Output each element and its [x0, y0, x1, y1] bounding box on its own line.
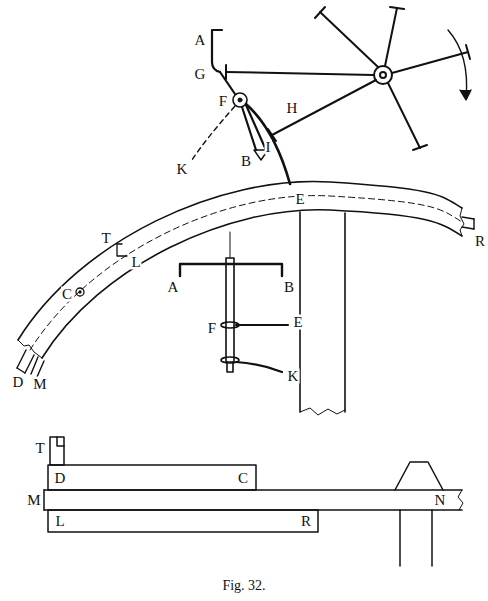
part-letter: E [292, 315, 303, 330]
plan-view [43, 490, 45, 510]
part-letter: E [294, 192, 305, 207]
part-letter: B [283, 280, 295, 295]
spoked-wheel [388, 83, 420, 148]
spoked-wheel [315, 7, 325, 18]
support-post [300, 408, 345, 415]
part-letter: A [194, 33, 207, 48]
plan-view [458, 490, 463, 510]
spoked-wheel [272, 80, 376, 135]
plan-view [50, 437, 64, 465]
part-letter: T [100, 231, 111, 246]
part-letter: D [12, 375, 25, 390]
shaft-detail [230, 232, 231, 258]
spoked-wheel [466, 45, 470, 59]
rod-end [17, 217, 474, 377]
lever-arm [238, 98, 242, 102]
shaft-detail [227, 362, 233, 372]
part-letter: L [54, 514, 65, 529]
spoked-wheel [392, 52, 468, 73]
spoked-wheel [380, 72, 386, 78]
spoked-wheel [320, 12, 378, 67]
rod-end [17, 368, 25, 373]
rod-end [462, 227, 474, 229]
lever-arm [192, 106, 235, 160]
spoked-wheel [390, 7, 404, 9]
rotation-arrow [448, 30, 471, 100]
lever-arm [220, 72, 235, 94]
part-letter: F [218, 94, 228, 109]
rod-end [37, 361, 44, 377]
plan-view [44, 489, 462, 491]
rod-end [31, 357, 38, 374]
spoked-wheel [385, 8, 397, 66]
part-letter: D [54, 471, 67, 486]
rotation-arrow [448, 30, 467, 98]
curved-rail [18, 181, 464, 358]
lever-arm [246, 105, 266, 150]
part-letter: T [34, 441, 45, 456]
part-letter: A [167, 280, 180, 295]
lever-arm [233, 93, 247, 107]
curved-rail [42, 210, 462, 358]
curved-rail [460, 208, 464, 236]
part-letter: R [474, 234, 486, 249]
part-letter: L [130, 255, 141, 270]
shaft-detail [180, 264, 282, 276]
part-letter: R [300, 514, 312, 529]
part-letter: B [240, 154, 252, 169]
stop-marker [117, 244, 127, 256]
curved-rail [18, 340, 42, 358]
part-letter: M [26, 493, 41, 508]
rod-end [473, 219, 474, 229]
shaft-detail [236, 362, 282, 372]
part-letter: M [32, 377, 47, 392]
lever-arm [246, 104, 290, 184]
part-letter: K [287, 369, 300, 384]
plan-view [44, 437, 463, 566]
part-letter: I [265, 140, 272, 155]
spoked-wheel [413, 145, 427, 150]
figure-caption: Fig. 32. [222, 578, 265, 594]
stop-marker [117, 243, 122, 244]
plan-view [399, 510, 401, 566]
stop-marker [76, 244, 127, 296]
plan-view [395, 462, 443, 490]
shaft-detail [236, 324, 288, 326]
lever-arm [192, 30, 290, 184]
support-post [300, 212, 345, 415]
plan-view [57, 437, 64, 446]
spoked-wheel [226, 72, 374, 75]
lever-arm [212, 30, 222, 72]
part-letter: K [176, 162, 189, 177]
spoked-wheel [374, 66, 392, 84]
stop-marker [79, 291, 81, 293]
part-letter: C [61, 287, 73, 302]
part-letter: C [237, 471, 249, 486]
rod-end [462, 217, 474, 219]
shaft-detail [226, 258, 234, 362]
part-letter: F [207, 321, 217, 336]
spoked-wheel [225, 65, 227, 79]
part-letter: G [194, 67, 207, 82]
plan-view [48, 465, 256, 490]
shaft-detail [180, 232, 288, 372]
plan-view [48, 510, 318, 532]
plan-view [431, 510, 433, 566]
curved-rail [30, 196, 462, 350]
part-letter: H [286, 101, 299, 116]
rod-end [17, 350, 26, 368]
support-post [299, 212, 301, 412]
rotation-arrow [460, 90, 471, 100]
spoked-wheel [226, 7, 470, 150]
support-post [344, 213, 346, 412]
stop-marker [76, 288, 84, 296]
part-letter: N [434, 493, 447, 508]
